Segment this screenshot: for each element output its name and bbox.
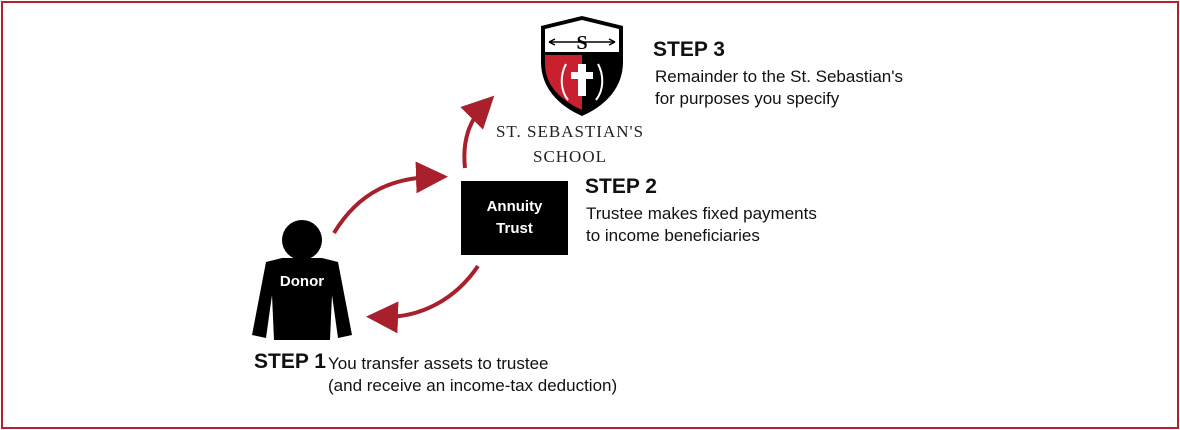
step2-title: STEP 2 (585, 175, 657, 198)
step1-title: STEP 1 (254, 350, 326, 373)
school-name-line2: SCHOOL (532, 147, 607, 166)
step2-text: Trustee makes fixed payments to income b… (586, 203, 817, 247)
trust-line1: Annuity (486, 198, 543, 215)
laurel-icon (560, 63, 604, 101)
crest-letter: S (576, 32, 587, 54)
step1-line1: You transfer assets to trustee (328, 354, 549, 373)
step1-line2: (and receive an income-tax deduction) (328, 376, 618, 395)
step2-line1: Trustee makes fixed payments (586, 204, 817, 223)
trust-line2: Trust (496, 220, 533, 237)
annuity-trust-box: Annuity Trust (461, 181, 568, 255)
step3-line1: Remainder to the St. Sebastian's (655, 67, 903, 86)
school-name-line1: ST. SEBASTIAN'S (495, 122, 645, 141)
arrow-donor-to-trust (332, 161, 448, 235)
step1-text: You transfer assets to trustee (and rece… (328, 353, 617, 397)
arrow-trust-to-donor (366, 264, 480, 334)
step3-title: STEP 3 (653, 38, 725, 61)
arrows-icon (548, 38, 616, 46)
step3-text: Remainder to the St. Sebastian's for pur… (655, 66, 903, 110)
school-name: ST. SEBASTIAN'S SCHOOL (480, 119, 660, 169)
step3-line2: for purposes you specify (655, 89, 840, 108)
donor-label: Donor (279, 273, 325, 290)
arrow-trust-to-school (460, 95, 495, 169)
cross-icon (571, 64, 593, 96)
step2-line2: to income beneficiaries (586, 226, 760, 245)
